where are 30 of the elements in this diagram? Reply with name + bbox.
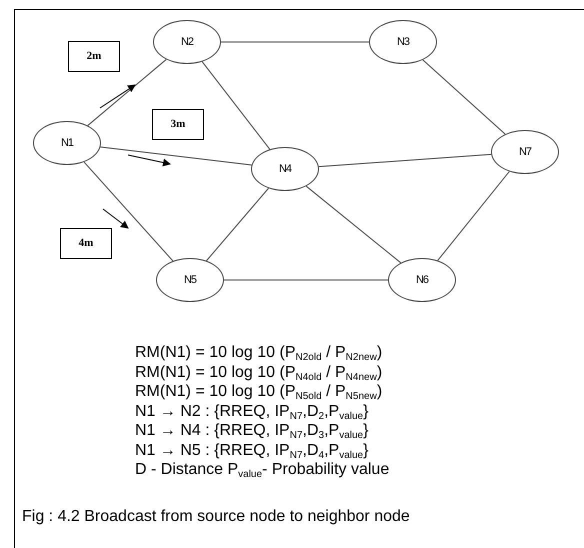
node-label: N2 <box>180 36 194 48</box>
formula-text: RM(N1) = 10 log 10 (P$_{N5old}$ / P$_{N5new}$) <box>135 382 382 401</box>
distance-box <box>60 228 112 258</box>
distance-box <box>152 108 204 140</box>
connector-line <box>100 146 252 166</box>
distance-label: 2m <box>86 50 102 62</box>
formula-text: N1 → N5 : {RREQ, IP$_{N7}$,D$_{4}$,P$_{value}$} <box>135 440 368 460</box>
formula-text: N1 → N2 : {RREQ, IP$_{N7}$,D$_{2}$,P$_{value}$} <box>135 402 368 420</box>
node-label: N1 <box>60 137 74 149</box>
node-label: N6 <box>416 274 428 286</box>
formula-text: RM(N1) = 10 log 10 (P$_{N4old}$ / P$_{N4new}$) <box>135 362 382 382</box>
node-label: N3 <box>396 36 410 48</box>
formula-text: RM(N1) = 10 log 10 (P$_{N2old}$ / P$_{N2new}$) <box>135 343 382 362</box>
figure-caption: Fig : 4.2 Broadcast from source node to neighbor node <box>22 508 410 526</box>
distance-box <box>68 40 120 72</box>
distance-label: 3m <box>170 118 186 130</box>
connector-line <box>87 58 167 126</box>
connector-line <box>306 186 402 264</box>
formula-text: N1 → N4 : {RREQ, IP$_{N7}$,D$_{3}$,P$_{value}$} <box>135 421 368 440</box>
distance-label: 4m <box>78 237 94 249</box>
node-label: N4 <box>278 163 292 175</box>
connector-line <box>318 154 492 168</box>
node-label: N7 <box>518 146 532 158</box>
connector-line <box>202 61 270 150</box>
formula-text: D - Distance P$_{value}$- Probability value <box>135 460 390 479</box>
connector-line <box>437 171 510 261</box>
connector-line <box>422 59 506 135</box>
node-label: N5 <box>184 274 196 286</box>
connector-line <box>206 188 270 262</box>
connector-line <box>84 162 174 262</box>
